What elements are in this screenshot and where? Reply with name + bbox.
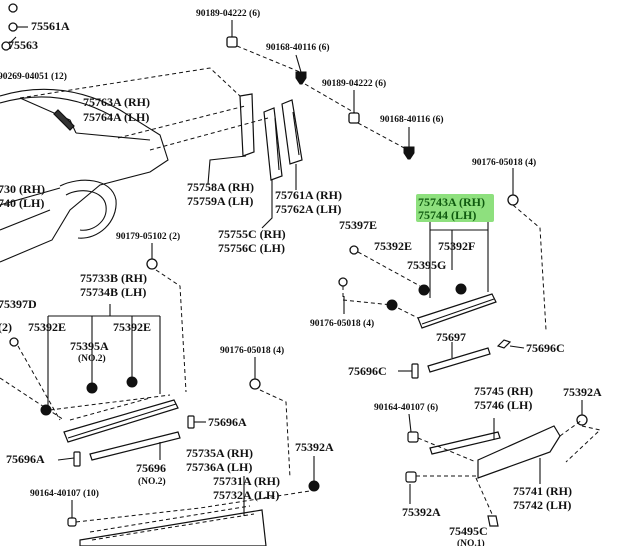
clip-icon [226, 36, 238, 48]
clip-icon [1, 41, 11, 51]
label-75392e-left-1: 75392E [28, 320, 66, 334]
label-90176-05018-a: 90176-05018 (4) [472, 157, 536, 168]
label-90164-40107-a: 90164-40107 (6) [374, 402, 438, 413]
clip-icon [8, 3, 18, 13]
label-75563: 75563 [8, 38, 38, 52]
highlight-75743a [416, 194, 494, 222]
label-75561a: 75561A [31, 19, 70, 33]
label-75395g: 75395G [407, 258, 446, 272]
label-75741: 75741 (RH) [513, 484, 572, 498]
clip-icon [8, 22, 18, 32]
clip-icon [338, 277, 348, 287]
label-75761a: 75761A (RH) [275, 188, 342, 202]
label-75758a: 75758A (RH) [187, 180, 254, 194]
label-75392a-right: 75392A [563, 385, 602, 399]
clip-icon [249, 378, 261, 390]
label-75731a: 75731A (RH) [213, 474, 280, 488]
clip-icon [455, 283, 467, 295]
label-75745: 75745 (RH) [474, 384, 533, 398]
label-75742: 75742 (LH) [513, 498, 571, 512]
label-90189-04222-a: 90189-04222 (6) [196, 8, 260, 19]
label-75397d: 75397D [0, 297, 37, 311]
screw-icon [403, 146, 415, 160]
clip-icon [126, 376, 138, 388]
label-75696a-right: 75696A [208, 415, 247, 429]
label-75762a: 75762A (LH) [275, 202, 341, 216]
label-2: (2) [0, 320, 12, 334]
label-75696: 75696 [136, 461, 166, 475]
label-no2-a: (NO.2) [78, 353, 106, 364]
label-75392a-bottom: 75392A [402, 505, 441, 519]
label-75696a-left: 75696A [6, 452, 45, 466]
clip-icon [507, 194, 519, 206]
label-75696c-left: 75696C [348, 364, 387, 378]
label-90164-40107-b: 90164-40107 (10) [30, 488, 99, 499]
label-75734b: 75734B (LH) [80, 285, 146, 299]
label-75392e-left-2: 75392E [113, 320, 151, 334]
part-labels: 75561A 75563 90269-04051 (12) 75763A (RH… [0, 8, 602, 546]
label-75495c: 75495C [449, 524, 488, 538]
pillar-moldings [207, 93, 303, 229]
label-90179-05102: 90179-05102 (2) [116, 231, 180, 242]
label-90189-04222-b: 90189-04222 (6) [322, 78, 386, 89]
bottom-right-assembly [405, 414, 602, 527]
clip-icon [348, 112, 360, 124]
label-no1: (NO.1) [457, 538, 485, 546]
clip-icon [349, 245, 359, 255]
label-75397e: 75397E [339, 218, 377, 232]
label-90269-04051: 90269-04051 (12) [0, 71, 67, 82]
leader-lines [57, 20, 583, 518]
label-75764a: 75764A (LH) [83, 110, 149, 124]
label-730rh: 730 (RH) [0, 182, 45, 196]
label-75733b: 75733B (RH) [80, 271, 147, 285]
label-75743a: 75743A (RH) [418, 195, 485, 209]
label-75746: 75746 (LH) [474, 398, 532, 412]
label-75392a-mid: 75392A [295, 440, 334, 454]
clip-icon [576, 414, 588, 426]
middle-right-parts [411, 339, 512, 379]
clip-icon [9, 337, 19, 347]
label-75697: 75697 [436, 330, 466, 344]
label-75759a: 75759A (LH) [187, 194, 253, 208]
label-75736a: 75736A (LH) [186, 460, 252, 474]
label-75744: 75744 (LH) [418, 208, 476, 222]
label-75755c: 75755C (RH) [218, 227, 286, 241]
right-upper-assembly [338, 194, 547, 331]
left-middle-assembly [0, 258, 195, 467]
label-740lh: 740 (LH) [0, 196, 44, 210]
label-90176-05018-b: 90176-05018 (4) [310, 318, 374, 329]
label-75763a: 75763A (RH) [83, 95, 150, 109]
label-90168-40116-a: 90168-40116 (6) [266, 42, 330, 53]
label-90168-40116-b: 90168-40116 (6) [380, 114, 444, 125]
screw-icon [295, 71, 307, 85]
label-75392f: 75392F [438, 239, 475, 253]
clip-icon [146, 258, 158, 270]
car-body-illustration [0, 3, 169, 263]
bottom-left-rocker [67, 378, 320, 546]
label-75395a: 75395A [70, 339, 109, 353]
label-75696c-right: 75696C [526, 341, 565, 355]
label-no2-b: (NO.2) [138, 476, 166, 487]
label-75732a: 75732A (LH) [213, 488, 279, 502]
label-75756c: 75756C (LH) [218, 241, 285, 255]
clip-icon [418, 284, 430, 296]
label-90176-05018-c: 90176-05018 (4) [220, 345, 284, 356]
clip-icon [86, 382, 98, 394]
clip-icon [308, 480, 320, 492]
label-75392e-right: 75392E [374, 239, 412, 253]
label-75735a: 75735A (RH) [186, 446, 253, 460]
top-fasteners [226, 36, 415, 160]
